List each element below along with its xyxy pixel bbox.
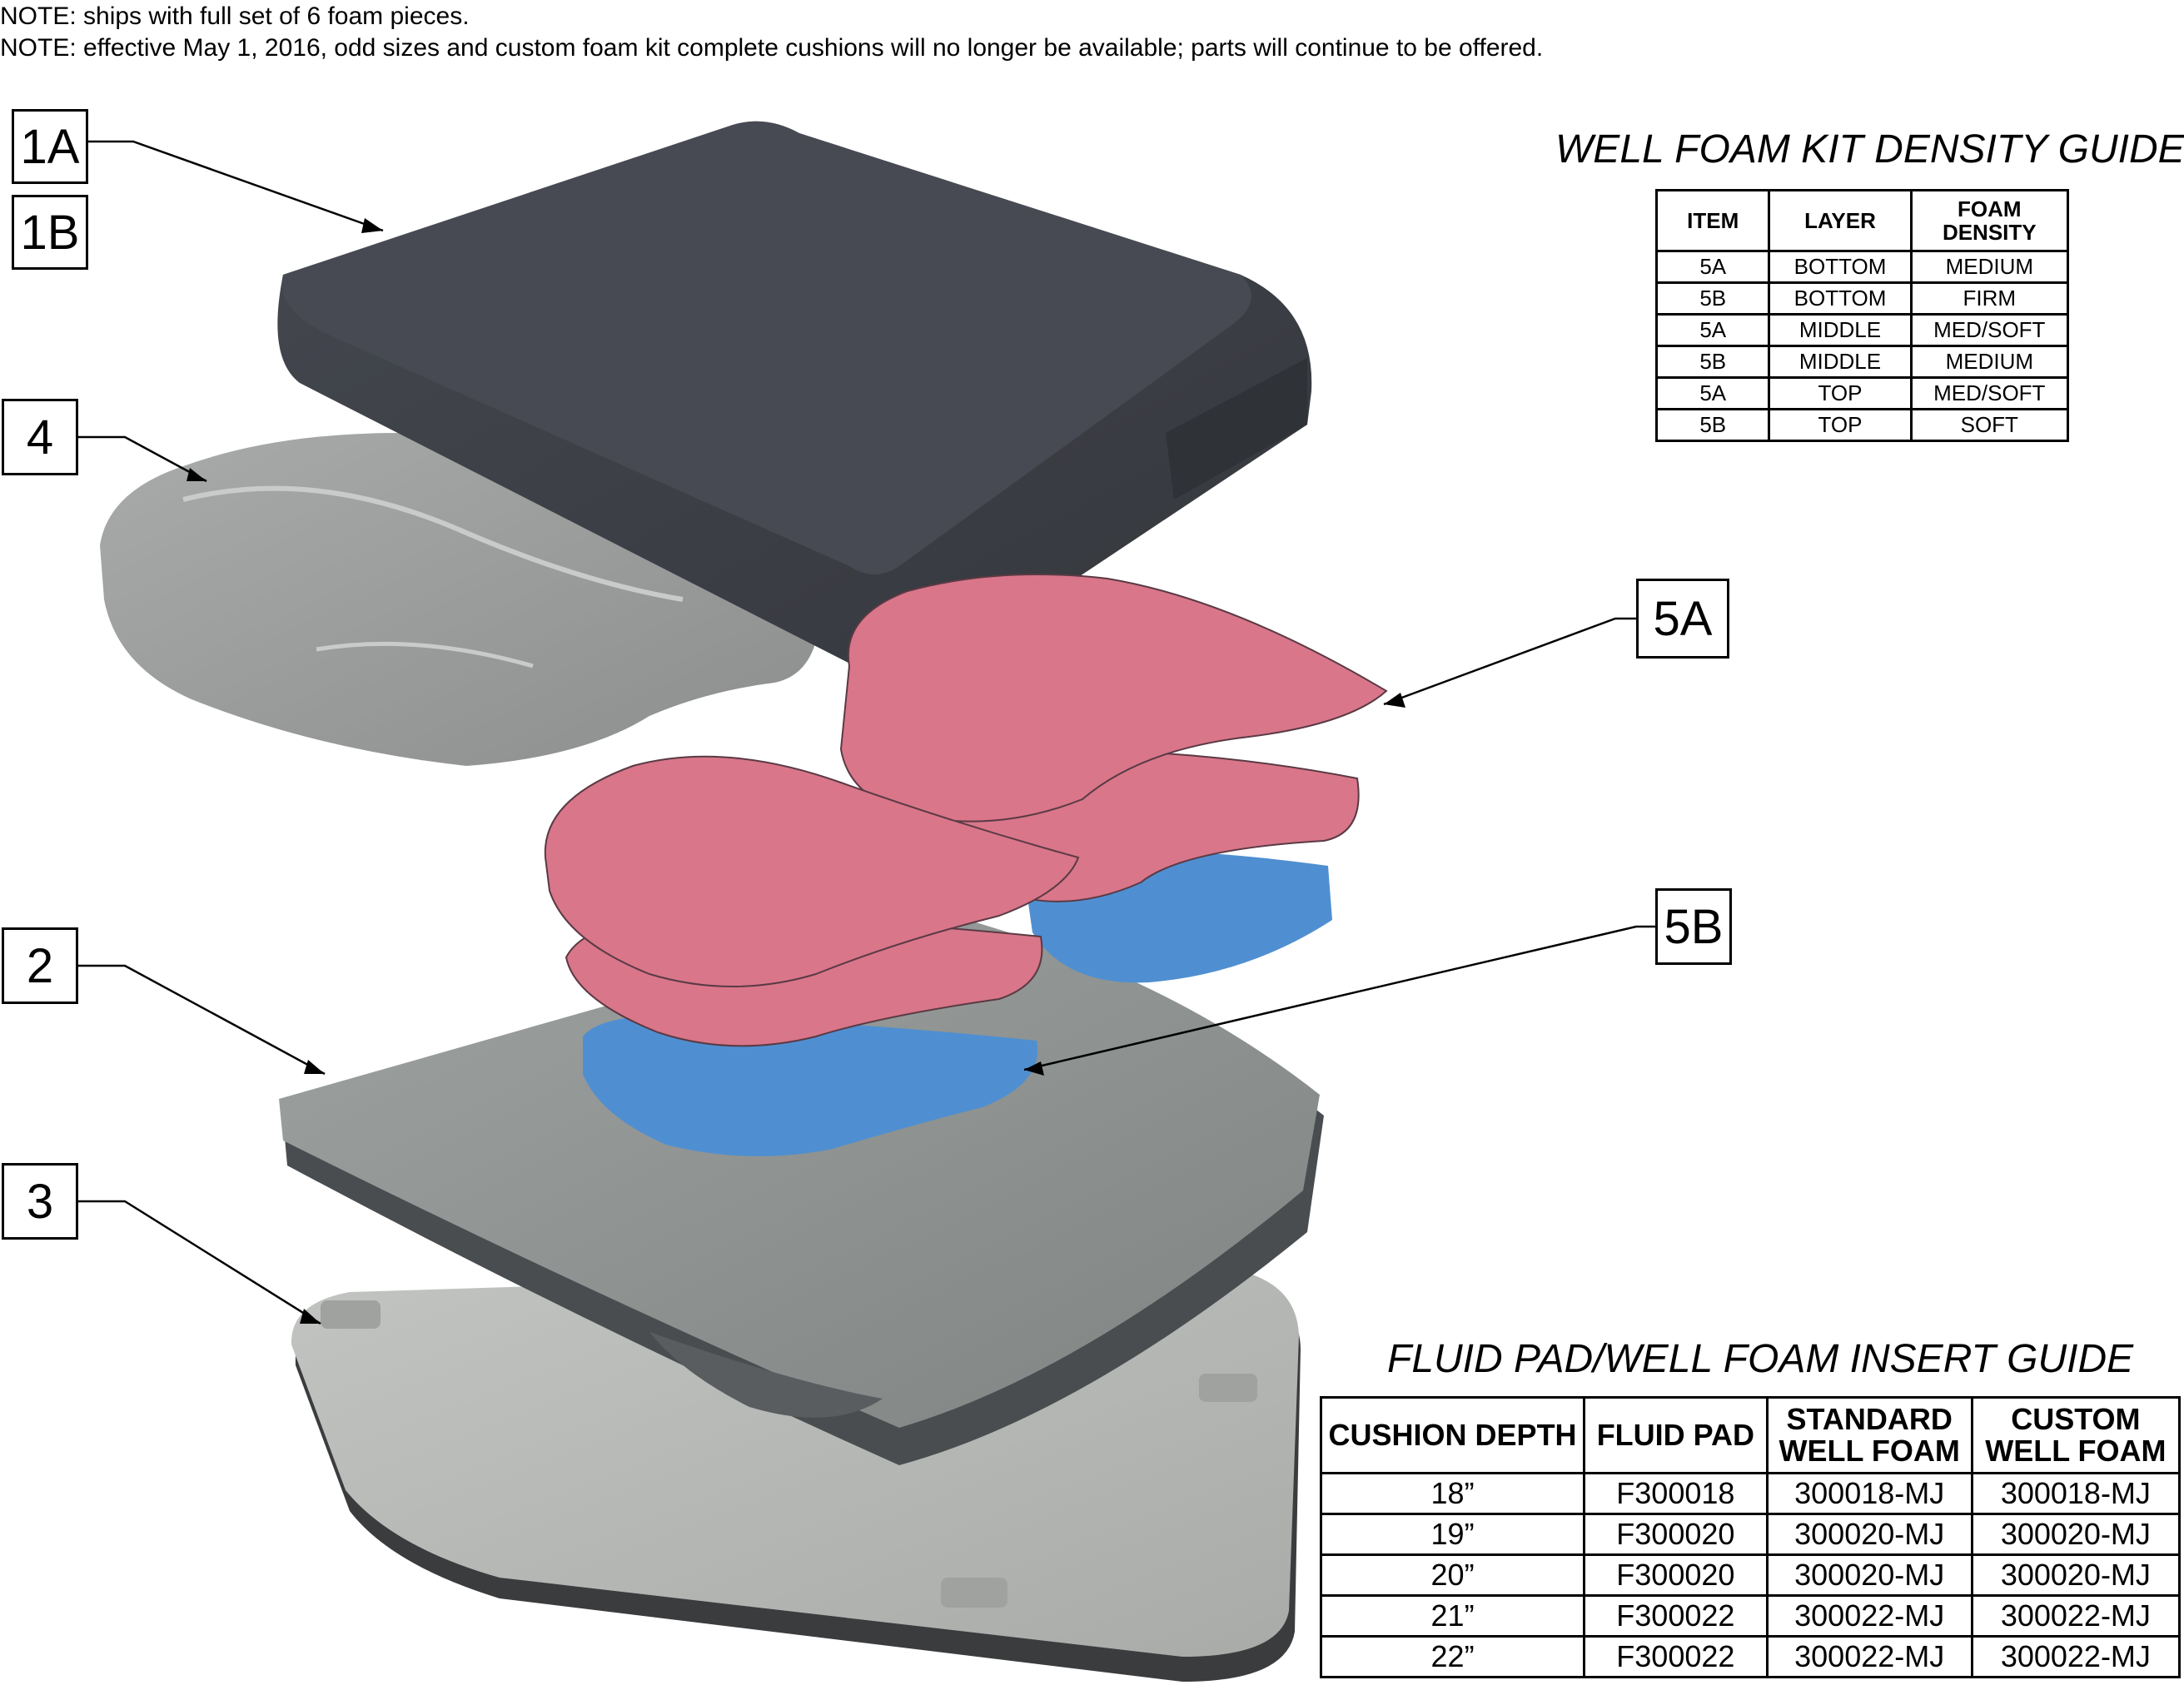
callout-1b: 1B [12,195,88,270]
insert-fluid-pad: F300018 [1583,1472,1769,1515]
density-layer: TOP [1768,376,1913,410]
insert-cushion-depth: 22” [1319,1635,1586,1678]
insert-custom-well-foam: 300020-MJ [1970,1553,2182,1597]
insert-standard-well-foam: 300020-MJ [1765,1553,1973,1597]
insert-cushion-depth: 20” [1319,1553,1586,1597]
insert-header-row: CUSHION DEPTH FLUID PAD STANDARD WELL FO… [1319,1396,2182,1474]
foam-set-5a [839,574,1388,983]
density-header-layer: LAYER [1768,189,1913,252]
density-guide-table: ITEM LAYER FOAM DENSITY 5A BOTTOM MEDIUM… [1654,189,2070,442]
insert-guide-table: CUSHION DEPTH FLUID PAD STANDARD WELL FO… [1319,1396,2182,1678]
table-row: 5B MIDDLE MEDIUM [1654,345,2070,379]
note-effective: NOTE: effective May 1, 2016, odd sizes a… [0,34,1544,62]
insert-custom-well-foam: 300022-MJ [1970,1635,2182,1678]
density-value: MED/SOFT [1909,376,2070,410]
callout-4: 4 [2,399,78,475]
density-layer: TOP [1768,408,1913,442]
well-foam-base [279,912,1324,1465]
insert-cushion-depth: 19” [1319,1513,1586,1556]
density-item: 5A [1654,250,1771,284]
insert-custom-well-foam: 300018-MJ [1970,1472,2182,1515]
density-item: 5B [1654,408,1771,442]
density-value: MEDIUM [1909,250,2070,284]
foam-set-5b [544,755,1080,1156]
density-value: SOFT [1909,408,2070,442]
density-header-row: ITEM LAYER FOAM DENSITY [1654,189,2070,252]
table-row: 5B TOP SOFT [1654,408,2070,442]
insert-header-custom-well-foam: CUSTOM WELL FOAM [1970,1396,2182,1474]
callout-1a: 1A [12,109,88,184]
insert-custom-well-foam: 300022-MJ [1970,1594,2182,1638]
table-row: 22” F300022 300022-MJ 300022-MJ [1319,1635,2182,1678]
density-header-foam-density: FOAM DENSITY [1909,189,2070,252]
table-row: 5A BOTTOM MEDIUM [1654,250,2070,284]
density-item: 5A [1654,376,1771,410]
note-ships: NOTE: ships with full set of 6 foam piec… [0,2,470,30]
table-row: 20” F300020 300020-MJ 300020-MJ [1319,1553,2182,1597]
insert-header-cushion-depth: CUSHION DEPTH [1319,1396,1586,1474]
density-layer: BOTTOM [1768,281,1913,316]
density-item: 5B [1654,345,1771,379]
table-row: 18” F300018 300018-MJ 300018-MJ [1319,1472,2182,1515]
density-layer: MIDDLE [1768,313,1913,347]
insert-custom-well-foam: 300020-MJ [1970,1513,2182,1556]
insert-fluid-pad: F300022 [1583,1594,1769,1638]
insert-cushion-depth: 18” [1319,1472,1586,1515]
density-item: 5B [1654,281,1771,316]
insert-guide-title: FLUID PAD/WELL FOAM INSERT GUIDE [1387,1337,2134,1381]
callout-5b: 5B [1655,888,1732,965]
density-layer: BOTTOM [1768,250,1913,284]
density-layer: MIDDLE [1768,345,1913,379]
callout-5a: 5A [1636,579,1729,659]
density-header-item: ITEM [1654,189,1771,252]
table-row: 5A TOP MED/SOFT [1654,376,2070,410]
insert-cushion-depth: 21” [1319,1594,1586,1638]
density-value: FIRM [1909,281,2070,316]
callout-2: 2 [2,927,78,1004]
table-row: 19” F300020 300020-MJ 300020-MJ [1319,1513,2182,1556]
insert-standard-well-foam: 300020-MJ [1765,1513,1973,1556]
insert-standard-well-foam: 300022-MJ [1765,1594,1973,1638]
density-item: 5A [1654,313,1771,347]
callout-3: 3 [2,1163,78,1240]
insert-standard-well-foam: 300022-MJ [1765,1635,1973,1678]
table-row: 21” F300022 300022-MJ 300022-MJ [1319,1594,2182,1638]
density-guide-title: WELL FOAM KIT DENSITY GUIDE [1555,127,2184,171]
density-value: MEDIUM [1909,345,2070,379]
insert-fluid-pad: F300020 [1583,1553,1769,1597]
insert-header-standard-well-foam: STANDARD WELL FOAM [1765,1396,1973,1474]
table-row: 5A MIDDLE MED/SOFT [1654,313,2070,347]
insert-header-fluid-pad: FLUID PAD [1583,1396,1769,1474]
cushion-cover [277,121,1312,683]
leader-arrowheads [187,218,1405,1324]
insert-standard-well-foam: 300018-MJ [1765,1472,1973,1515]
table-row: 5B BOTTOM FIRM [1654,281,2070,316]
leader-lines [78,140,1655,1325]
insert-fluid-pad: F300022 [1583,1635,1769,1678]
insert-fluid-pad: F300020 [1583,1513,1769,1556]
density-value: MED/SOFT [1909,313,2070,347]
